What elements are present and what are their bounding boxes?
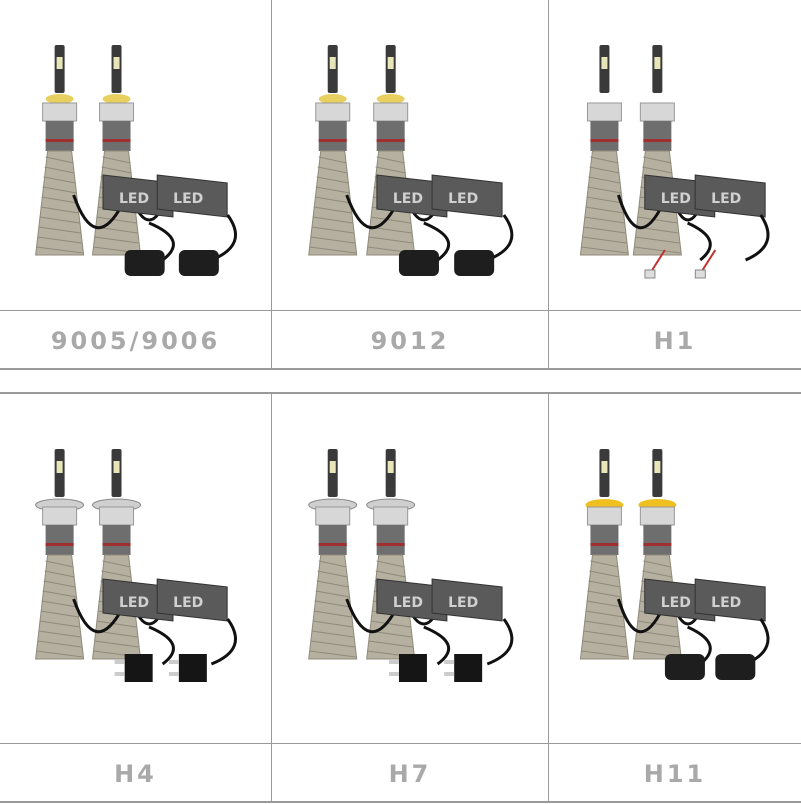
svg-text:LED: LED xyxy=(173,595,203,611)
led-driver-module: LED xyxy=(431,578,503,622)
bulb-pair-image: LED LED xyxy=(272,394,548,743)
led-bulb xyxy=(308,449,358,660)
svg-text:LED: LED xyxy=(119,191,149,207)
led-bulb xyxy=(35,45,85,256)
led-bulb xyxy=(366,449,416,660)
connector xyxy=(715,654,756,680)
led-bulb xyxy=(632,45,682,256)
connector xyxy=(444,654,483,682)
connector xyxy=(178,250,219,276)
bottom-row: LED LED H4 LED LED H7 LED LED H11 xyxy=(0,392,801,803)
cell-h11: LED LED H11 xyxy=(549,394,801,801)
connector xyxy=(168,654,207,682)
connector xyxy=(644,249,666,279)
model-label: H7 xyxy=(388,760,432,788)
bulb-pair-image: LED LED xyxy=(549,0,801,310)
led-bulb xyxy=(91,449,142,660)
svg-text:LED: LED xyxy=(661,595,691,611)
led-bulb xyxy=(579,449,630,660)
led-driver-module: LED xyxy=(694,578,766,622)
svg-text:LED: LED xyxy=(173,191,203,207)
connector xyxy=(398,250,439,276)
cell-h4: LED LED H4 xyxy=(0,394,271,801)
led-driver-module: LED xyxy=(431,174,503,218)
svg-text:LED: LED xyxy=(119,595,149,611)
bulb-pair-image: LED LED xyxy=(549,394,801,743)
model-label: H4 xyxy=(114,760,157,788)
connector xyxy=(694,249,717,279)
led-driver-module: LED xyxy=(102,174,174,218)
svg-text:LED: LED xyxy=(711,191,741,207)
led-driver-module: LED xyxy=(376,174,448,218)
led-bulb xyxy=(579,45,630,256)
connector xyxy=(454,250,495,276)
cell-h7: LED LED H7 xyxy=(272,394,548,801)
cell-9012: LED LED 9012 xyxy=(272,0,548,368)
cell-h1: LED LED H1 xyxy=(549,0,801,368)
model-label: 9005/9006 xyxy=(50,327,221,355)
led-bulb xyxy=(35,449,85,660)
connector xyxy=(388,654,427,682)
model-label: 9012 xyxy=(370,327,450,355)
bulb-pair-image: LED LED xyxy=(0,0,271,310)
led-bulb xyxy=(366,45,416,256)
led-bulb xyxy=(308,45,358,256)
led-driver-module: LED xyxy=(102,578,174,622)
led-driver-module: LED xyxy=(156,578,228,622)
svg-text:LED: LED xyxy=(393,595,423,611)
bulb-pair-image: LED LED xyxy=(0,394,271,743)
led-bulb xyxy=(91,45,142,256)
connector xyxy=(124,250,165,276)
svg-text:LED: LED xyxy=(393,191,423,207)
connector xyxy=(114,654,153,682)
svg-text:LED: LED xyxy=(448,595,478,611)
bulb-pair-image: LED LED xyxy=(272,0,548,310)
connector xyxy=(664,654,705,680)
svg-text:LED: LED xyxy=(711,595,741,611)
led-driver-module: LED xyxy=(156,174,228,218)
led-bulb xyxy=(632,449,682,660)
svg-text:LED: LED xyxy=(448,191,478,207)
model-label: H11 xyxy=(643,760,707,788)
svg-text:LED: LED xyxy=(661,191,691,207)
cell-9005-9006: LED LED 9005/9006 xyxy=(0,0,271,368)
led-driver-module: LED xyxy=(694,174,766,218)
led-driver-module: LED xyxy=(376,578,448,622)
top-row: LED LED 9005/9006 LED LED 9012 LED LED H1 xyxy=(0,0,801,370)
model-label: H1 xyxy=(653,327,697,355)
